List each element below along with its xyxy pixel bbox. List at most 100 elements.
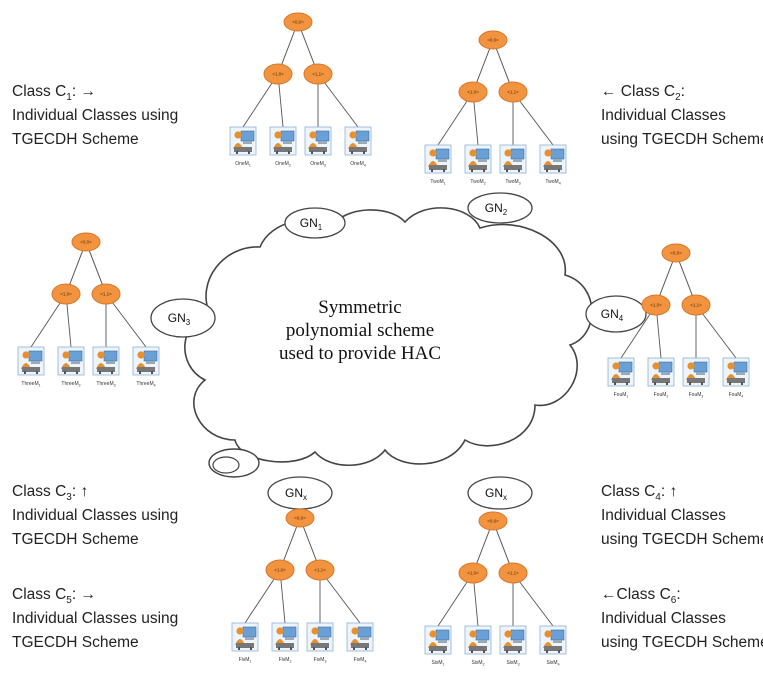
computer-icon (304, 126, 332, 156)
class-c2-arrow: : (680, 83, 685, 100)
gn-ellipse (467, 192, 533, 224)
class-c4-line2: Individual Classes (601, 507, 726, 524)
class-c4-title: Class C (601, 483, 656, 500)
gn-bubble-6: GNx (467, 476, 533, 510)
tree-root-node: <0,0> (478, 30, 508, 50)
cloud-line-1: Symmetric (318, 297, 402, 318)
computer-icon (271, 622, 299, 652)
tree-leaf-label: FouM2 (654, 392, 669, 399)
tree-root-node: <0,0> (71, 232, 101, 252)
tree-mid-node: <1,1> (498, 81, 528, 103)
gn-ellipse (467, 476, 533, 510)
class-c3-line3: TGECDH Scheme (12, 531, 139, 548)
gn-ellipse (284, 207, 346, 239)
tree-mid-node: <1,1> (498, 562, 528, 584)
cloud-line-3: used to provide HAC (278, 343, 441, 364)
tree-mid-node: <1,0> (263, 63, 293, 85)
tree-leaf-node: SixM3 (499, 625, 527, 667)
tree-leaf-label: FouM3 (689, 392, 704, 399)
class-c1-sub: 1 (66, 92, 72, 104)
tree-leaf-node: OneM4 (344, 126, 372, 168)
class-c1-label: Class C1: → Individual Classes using TGE… (12, 80, 178, 152)
tree-root-label: <0,0> (487, 38, 499, 43)
tree-leaf-label: SixM4 (546, 660, 559, 667)
class-c3-arrow: : ↑ (71, 483, 89, 500)
tree-leaf-node: TwoM1 (424, 144, 452, 186)
class-c1-line2: Individual Classes using (12, 107, 179, 124)
tree-leaf-label: OneM2 (275, 161, 291, 168)
tree-leaf-label: FivM1 (239, 657, 252, 664)
tree-leaf-node: OneM2 (269, 126, 297, 168)
computer-icon (647, 357, 675, 387)
thought-bubble-small (212, 456, 240, 474)
computer-icon (132, 346, 160, 376)
gn-subscript: x (303, 493, 307, 502)
computer-icon (269, 126, 297, 156)
computer-icon (539, 625, 567, 655)
class-c3-label: Class C3: ↑ Individual Classes using TGE… (12, 480, 178, 552)
tree-leaf-label: ThreeM4 (136, 381, 155, 388)
class-c2-line2: Individual Classes (601, 107, 726, 124)
tree-mid-label: <1,1> (690, 303, 702, 308)
tree-mid-node: <1,1> (303, 63, 333, 85)
computer-icon (344, 126, 372, 156)
tree-leaf-label: TwoM3 (505, 179, 520, 186)
tree-mid-node: <1,0> (51, 283, 81, 305)
tree-mid-label: <1,0> (467, 571, 479, 576)
class-c3-line2: Individual Classes using (12, 507, 179, 524)
tree-root-node: <0,0> (283, 12, 313, 32)
class-c2-label: ← Class C2: Individual Classes using TGE… (601, 80, 763, 152)
gn-label: GN4 (601, 307, 624, 323)
computer-icon (722, 357, 750, 387)
tree-leaf-node: ThreeM2 (57, 346, 85, 388)
class-c5-arrow: : → (71, 586, 96, 603)
tree-leaf-node: OneM1 (229, 126, 257, 168)
class-c6-title: ←Class C (601, 586, 671, 603)
tree-leaf-label: FivM4 (354, 657, 367, 664)
tree-leaf-label: FivM3 (314, 657, 327, 664)
tree-leaf-node: FouM2 (647, 357, 675, 399)
gn-subscript: 2 (503, 208, 508, 217)
class-c5-line3: TGECDH Scheme (12, 634, 139, 651)
tree-leaf-node: FivM4 (346, 622, 374, 664)
tree-leaf-node: FouM4 (722, 357, 750, 399)
gn-subscript: x (503, 493, 507, 502)
tree-leaf-label: SixM2 (471, 660, 484, 667)
class-c5-label: Class C5: → Individual Classes using TGE… (12, 583, 178, 655)
computer-icon (539, 144, 567, 174)
tree-root-node: <0,0> (285, 508, 315, 528)
tree-mid-label: <1,1> (507, 571, 519, 576)
tree-mid-node: <1,0> (458, 81, 488, 103)
tree-mid-node: <1,1> (681, 294, 711, 316)
class-c2-title: ← Class C (601, 83, 676, 100)
class-c6-arrow: : (676, 586, 681, 603)
class-c4-label: Class C4: ↑ Individual Classes using TGE… (601, 480, 763, 552)
class-c6-label: ←Class C6: Individual Classes using TGEC… (601, 583, 763, 655)
tree-leaf-node: OneM3 (304, 126, 332, 168)
tree-leaf-label: ThreeM3 (96, 381, 115, 388)
class-c5-title: Class C (12, 586, 67, 603)
gn-subscript: 4 (619, 314, 624, 323)
gn-bubble-3: GN3 (150, 298, 216, 338)
tree-leaf-node: SixM4 (539, 625, 567, 667)
tree-mid-label: <1,1> (312, 72, 324, 77)
computer-icon (424, 625, 452, 655)
gn-bubble-4: GN4 (585, 295, 647, 333)
tree-mid-label: <1,1> (100, 292, 112, 297)
class-c3-sub: 3 (66, 492, 72, 504)
computer-icon (682, 357, 710, 387)
computer-icon (346, 622, 374, 652)
tree-leaf-label: SixM1 (431, 660, 444, 667)
tree-leaf-node: TwoM3 (499, 144, 527, 186)
tree-mid-label: <1,1> (507, 90, 519, 95)
gn-label: GNx (285, 486, 307, 502)
tree-mid-label: <1,0> (272, 72, 284, 77)
tree-leaf-node: FivM1 (231, 622, 259, 664)
